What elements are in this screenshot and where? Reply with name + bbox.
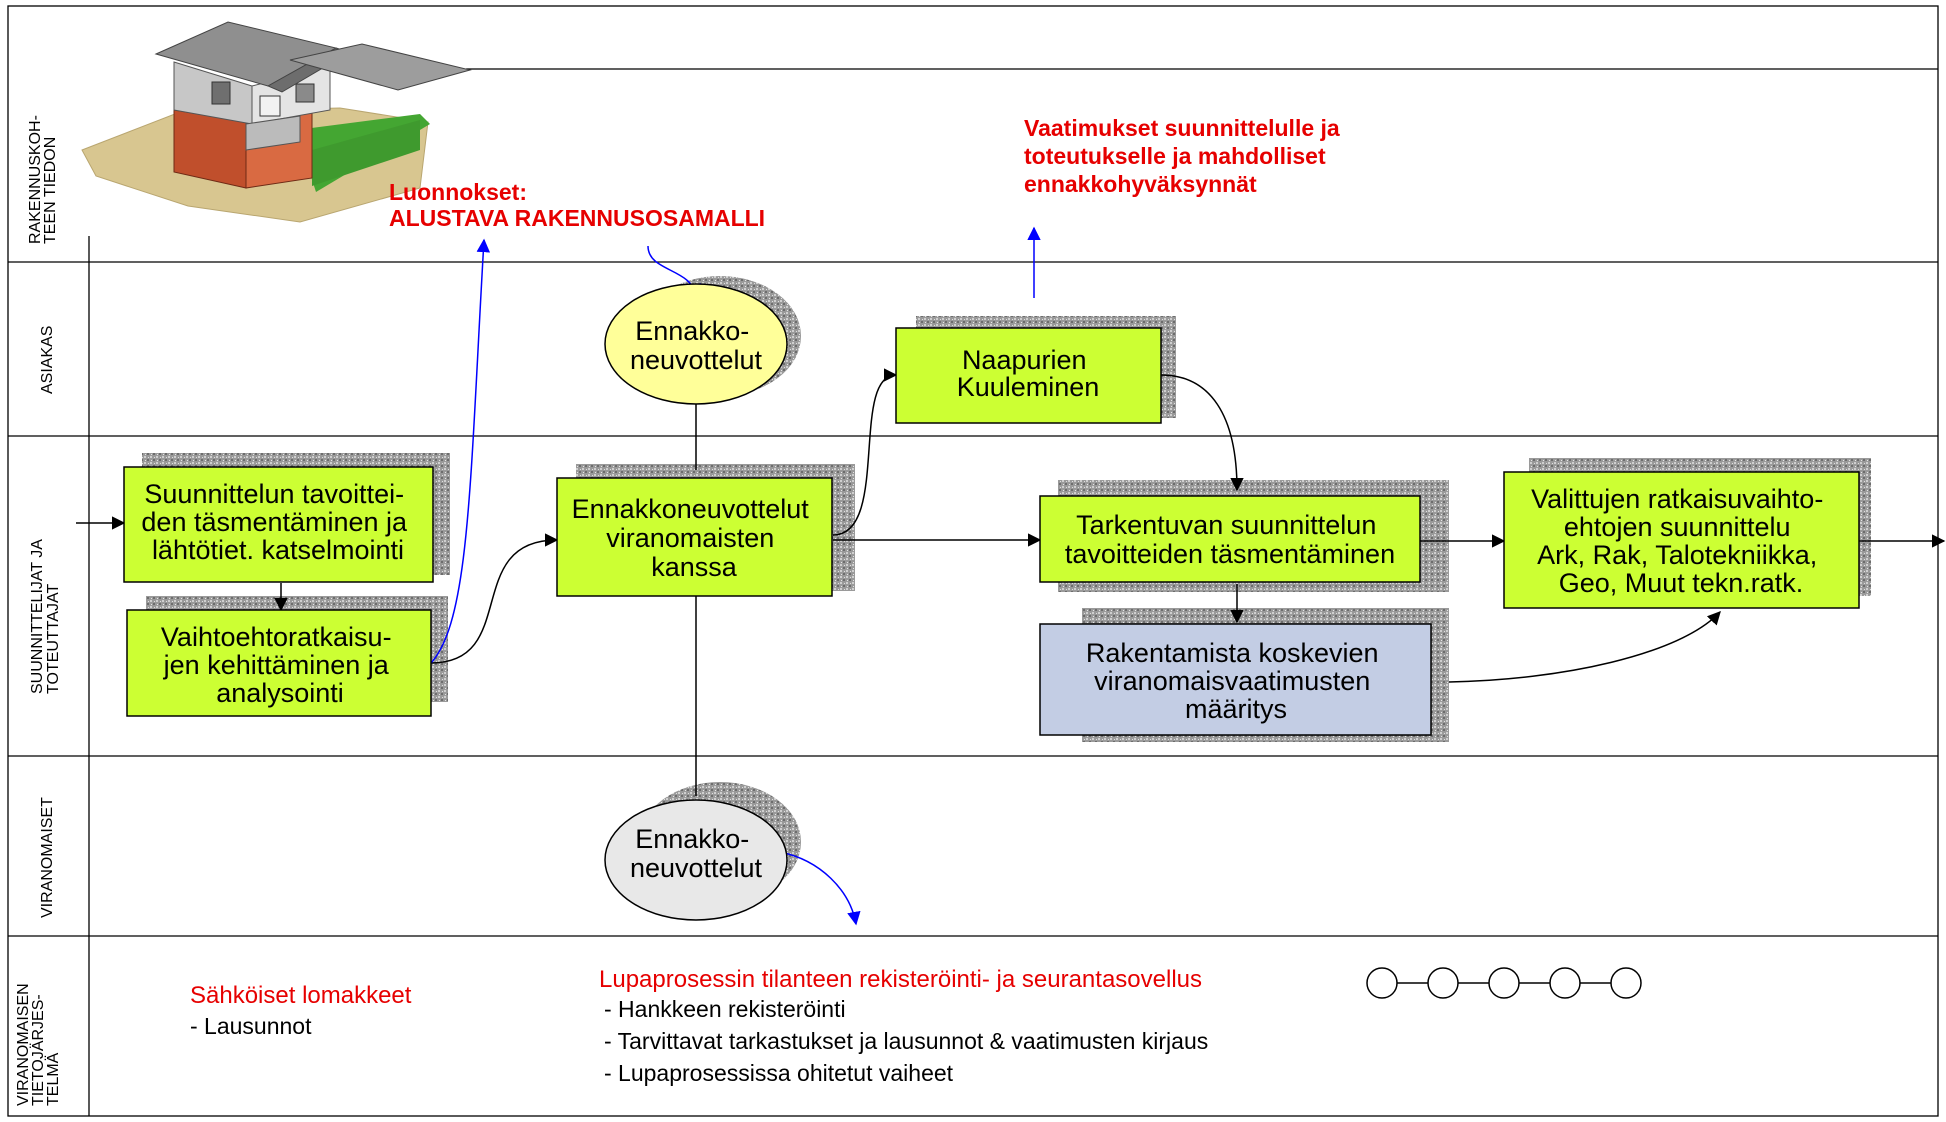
node-ennakko-top: Ennakko- neuvottelut bbox=[604, 283, 788, 405]
app-item-2: - Tarvittavat tarkastukset ja lausunnot … bbox=[604, 1028, 1208, 1054]
forms-item: - Lausunnot bbox=[190, 1013, 312, 1039]
forms-title: Sähköiset lomakkeet bbox=[190, 982, 412, 1009]
svg-text:Vaihtoehtoratkaisu- jen: Vaihtoehtoratkaisu- jen kehittäminen ja … bbox=[161, 622, 399, 708]
app-item-3: - Lupaprosessissa ohitetut vaiheet bbox=[604, 1060, 954, 1086]
swimlane-grid bbox=[7, 5, 1939, 1117]
node-naapurien-kuuleminen: Naapurien Kuuleminen bbox=[895, 327, 1162, 424]
svg-text:Valittujen ratkaisuvaihto-: Valittujen ratkaisuvaihto- ehtojen suunn… bbox=[1531, 484, 1831, 598]
app-title: Lupaprosessin tilanteen rekisteröinti- j… bbox=[599, 966, 1202, 993]
chain-circle bbox=[1427, 967, 1459, 999]
node-tarkentuvan-suunnittelun: Tarkentuvan suunnittelun tavoitteiden tä… bbox=[1039, 495, 1421, 583]
svg-text:Naapurien Kuuleminen: Naapurien Kuuleminen bbox=[957, 345, 1100, 402]
node-ennakko-bottom: Ennakko- neuvottelut bbox=[604, 799, 788, 921]
node-valittujen-ratkaisuvaihtoehtojen: Valittujen ratkaisuvaihto- ehtojen suunn… bbox=[1503, 471, 1860, 609]
blue-arrows bbox=[430, 226, 1041, 926]
node-ennakkoneuvottelut-viranomaisten: Ennakkoneuvottelut viranomaisten kanssa bbox=[556, 477, 833, 597]
chain-circle bbox=[1488, 967, 1520, 999]
connectors bbox=[76, 368, 1946, 796]
annotation-vaatimukset: Vaatimukset suunnittelulle ja toteutukse… bbox=[1024, 115, 1346, 197]
lane-label-asiakas: ASIAKAS bbox=[39, 326, 56, 394]
node-rakentamista-koskevien: Rakentamista koskevien viranomaisvaatimu… bbox=[1039, 623, 1432, 736]
svg-text:Ennakko- neuvottelut: Ennakko- neuvottelut bbox=[630, 824, 763, 883]
lane-label-tietojarjestelma: VIRANOMAISEN TIETOJÄRJES- TELMÄ bbox=[15, 979, 62, 1106]
svg-text:Suunnittelun tavoittei-: Suunnittelun tavoittei- den täsmentämine… bbox=[141, 479, 414, 565]
svg-text:Rakentamista koskevien v: Rakentamista koskevien viranomaisvaatimu… bbox=[1086, 638, 1386, 724]
lane-label-suunnittelijat: SUUNNITTELIJAT JA TOTEUTTAJAT bbox=[29, 535, 62, 694]
chain-circle bbox=[1610, 967, 1642, 999]
svg-text:Ennakko- neuvottelut: Ennakko- neuvottelut bbox=[630, 316, 763, 375]
lane-label-rakennuskohteen: RAKENNUSKOH- TEEN TIEDON bbox=[27, 111, 59, 244]
process-chain-icon bbox=[1366, 967, 1642, 999]
house-illustration bbox=[81, 21, 472, 223]
app-item-1: - Hankkeen rekisteröinti bbox=[604, 996, 846, 1022]
svg-text:Ennakkoneuvottelut viran: Ennakkoneuvottelut viranomaisten kanssa bbox=[572, 494, 817, 582]
chain-circle bbox=[1549, 967, 1581, 999]
node-vaihtoehtoratkaisujen: Vaihtoehtoratkaisu- jen kehittäminen ja … bbox=[126, 609, 432, 717]
svg-text:Tarkentuvan suunnittelun: Tarkentuvan suunnittelun tavoitteiden tä… bbox=[1065, 510, 1395, 569]
annotation-luonnokset: Luonnokset: ALUSTAVA RAKENNUSOSAMALLI bbox=[389, 179, 765, 231]
node-suunnittelun-tavoitteiden: Suunnittelun tavoittei- den täsmentämine… bbox=[123, 466, 434, 583]
lane-label-viranomaiset: VIRANOMAISET bbox=[39, 797, 56, 918]
chain-circle bbox=[1366, 967, 1398, 999]
